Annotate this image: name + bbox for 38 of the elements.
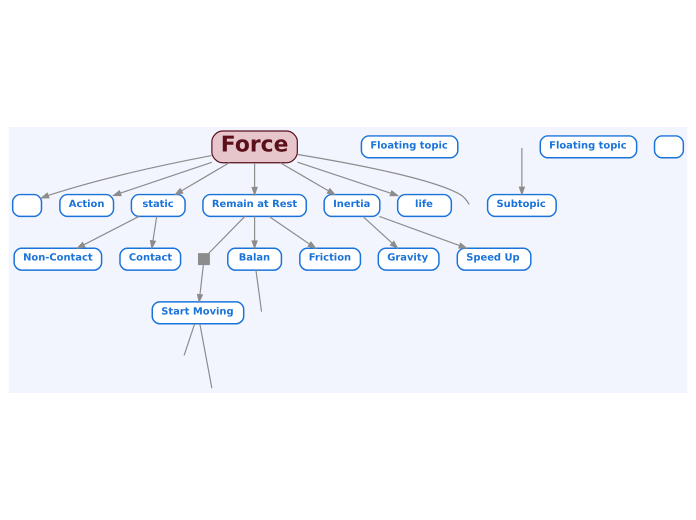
node-box: Floating topic (360, 135, 459, 159)
arrow (268, 216, 317, 250)
node-box: Action (59, 194, 114, 218)
node-box (654, 135, 684, 159)
node-box: Floating topic (540, 135, 638, 159)
connector (208, 216, 246, 254)
node-box: Balan (227, 247, 282, 271)
arrow (112, 162, 212, 196)
arrow (518, 148, 526, 196)
connector (199, 324, 212, 388)
node-box: Non-Contact (13, 247, 102, 271)
node-box: Gravity (378, 247, 440, 271)
arrow (196, 264, 204, 304)
node-box: Contact (119, 247, 182, 271)
arrow (362, 216, 399, 250)
node-box: Remain at Rest (202, 194, 308, 218)
arrow (40, 154, 212, 199)
node-box: Start Moving (152, 301, 244, 324)
node-box: Friction (299, 247, 362, 271)
node-box: Speed Up (456, 247, 532, 271)
connector (255, 270, 262, 312)
node-box (12, 194, 42, 218)
arrow (297, 162, 400, 196)
node-box: Force (211, 130, 298, 164)
node-box: life (396, 194, 452, 218)
arrow (174, 162, 230, 196)
connector (298, 154, 470, 205)
node-box (198, 253, 210, 266)
arrow (76, 216, 140, 249)
connector (184, 324, 196, 356)
node-box: Inertia (323, 194, 381, 218)
arrow (251, 163, 258, 196)
arrow (251, 216, 258, 250)
node-box: static (130, 194, 186, 218)
node-box: Subtopic (486, 194, 557, 218)
arrow (150, 216, 158, 250)
arrow (379, 216, 468, 249)
arrow (280, 162, 336, 196)
